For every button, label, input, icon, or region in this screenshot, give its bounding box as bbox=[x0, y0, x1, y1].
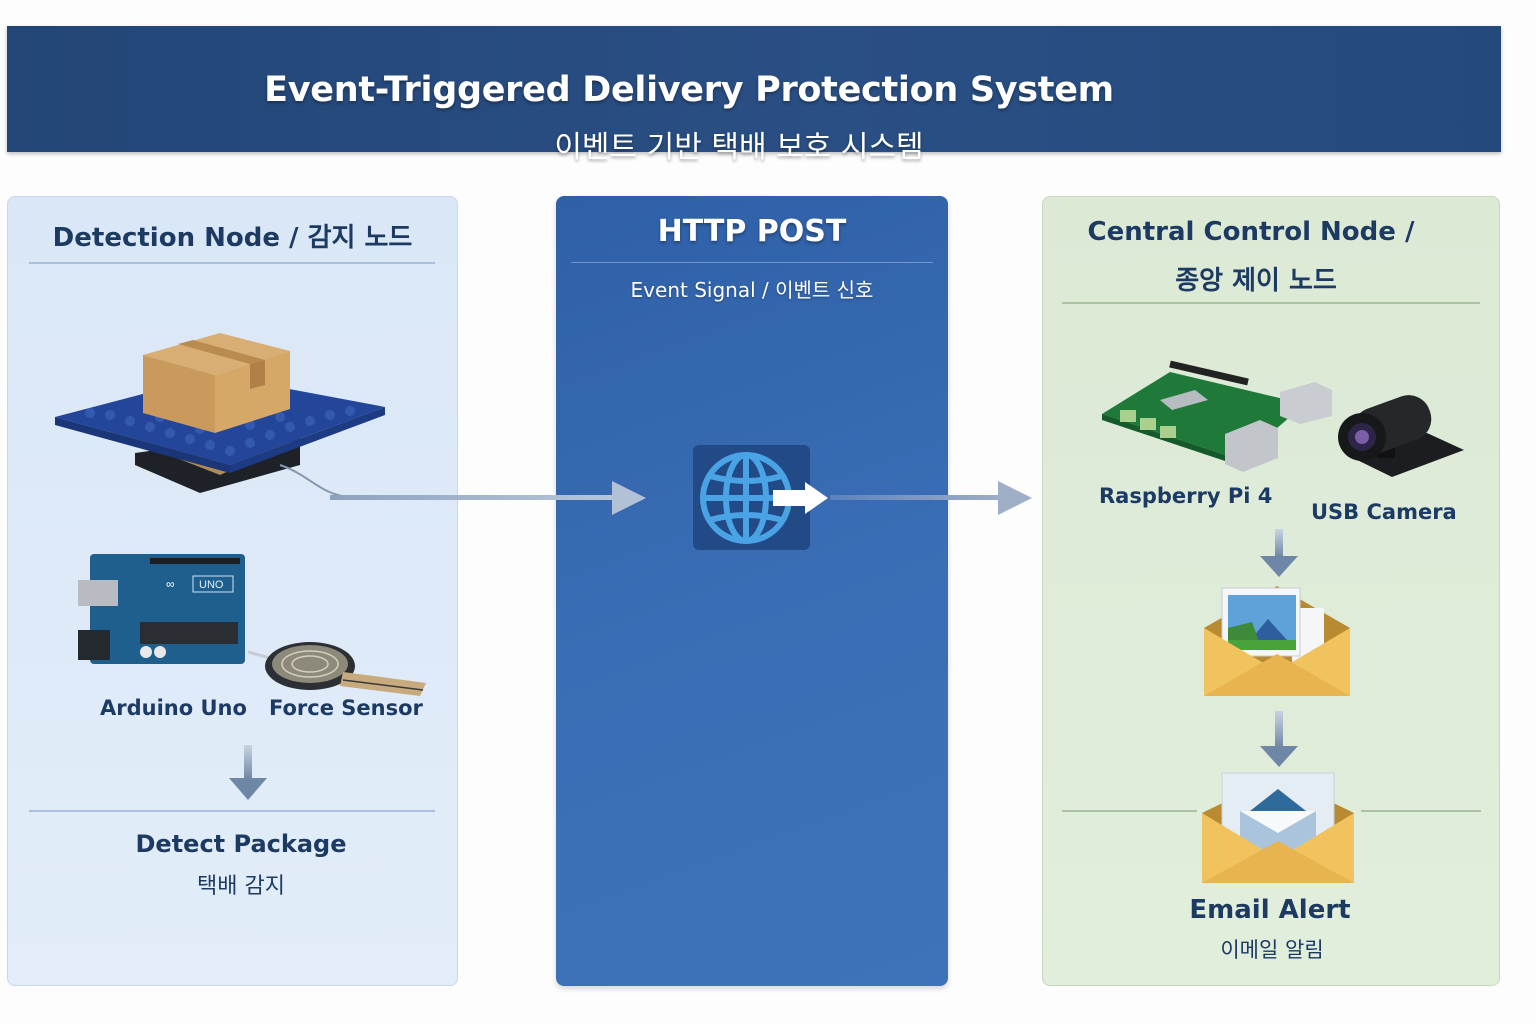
http-post-title: HTTP POST bbox=[657, 214, 847, 249]
http-post-panel: HTTP POST Event Signal / 이벤트 신호 bbox=[556, 196, 948, 986]
raspberry-pi-label: Raspberry Pi 4 bbox=[1099, 484, 1273, 508]
down-arrow-icon bbox=[1260, 529, 1298, 579]
detection-title-divider bbox=[29, 262, 435, 264]
package-on-mat-icon bbox=[50, 325, 390, 500]
detection-node-title: Detection Node / 감지 노드 bbox=[52, 223, 413, 253]
down-arrow-icon bbox=[1260, 711, 1298, 769]
usb-camera-label: USB Camera bbox=[1311, 500, 1457, 524]
svg-text:∞: ∞ bbox=[166, 577, 175, 591]
force-sensor-icon bbox=[248, 638, 433, 704]
globe-send-icon bbox=[698, 452, 833, 547]
page-title: Event-Triggered Delivery Protection Syst… bbox=[264, 70, 1114, 110]
svg-text:UNO: UNO bbox=[199, 579, 224, 591]
detection-result-divider bbox=[29, 810, 435, 812]
central-email-divider-right bbox=[1361, 810, 1481, 812]
central-node-title-line1: Central Control Node / bbox=[1087, 217, 1415, 247]
http-title-divider bbox=[571, 262, 933, 263]
down-arrow-icon bbox=[229, 745, 267, 801]
email-envelope-icon bbox=[1200, 771, 1356, 886]
event-signal-subtitle: Event Signal / 이벤트 신호 bbox=[630, 278, 874, 302]
header-banner: Event-Triggered Delivery Protection Syst… bbox=[7, 26, 1501, 165]
arduino-uno-icon: ∞ UNO bbox=[78, 552, 248, 667]
force-sensor-label: Force Sensor bbox=[269, 696, 423, 720]
arduino-uno-label: Arduino Uno bbox=[100, 696, 247, 720]
central-title-divider bbox=[1062, 302, 1480, 304]
central-node-title-line2: 종앙 제이 노드 bbox=[1175, 266, 1337, 296]
email-alert-title: Email Alert bbox=[1189, 895, 1351, 925]
detect-package-subtitle: 택배 감지 bbox=[197, 874, 285, 899]
central-email-divider-left bbox=[1062, 810, 1197, 812]
detect-package-title: Detect Package bbox=[135, 830, 347, 858]
raspberry-pi-icon bbox=[1100, 352, 1335, 472]
photo-envelope-icon bbox=[1202, 586, 1352, 701]
flow-arrow-to-http bbox=[330, 478, 650, 518]
usb-camera-icon bbox=[1332, 395, 1467, 480]
flow-arrow-to-central bbox=[830, 478, 1035, 518]
email-alert-subtitle: 이메일 알림 bbox=[1220, 938, 1324, 962]
page-subtitle: 이벤트 기반 택배 보호 시스템 bbox=[554, 130, 924, 165]
